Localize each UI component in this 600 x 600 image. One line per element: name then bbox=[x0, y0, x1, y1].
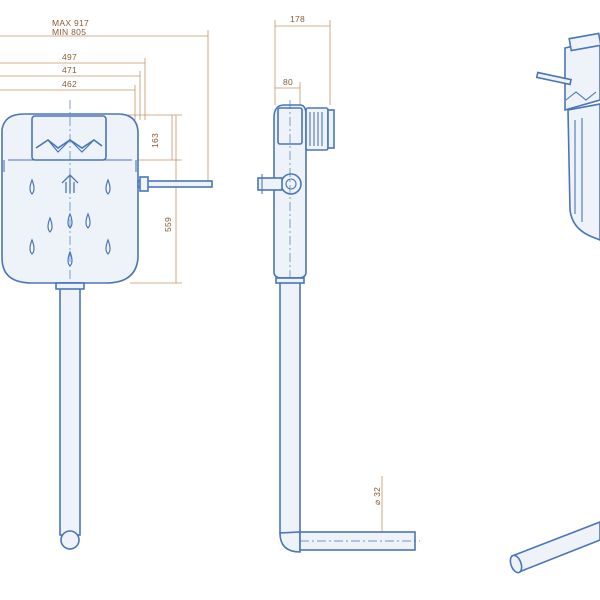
front-inlet-pipe bbox=[137, 180, 213, 188]
side-pipe-elbow bbox=[279, 531, 301, 553]
side-view: 178 80 ⌀ 32 bbox=[257, 14, 420, 553]
side-flush-pipe bbox=[279, 277, 301, 534]
side-valve bbox=[280, 173, 302, 195]
side-mounting-plate bbox=[305, 107, 329, 151]
dim-width-497: 497 bbox=[62, 52, 77, 62]
dim-height-559: 559 bbox=[163, 217, 173, 232]
front-flush-pipe bbox=[59, 282, 81, 536]
iso-cistern-top bbox=[564, 39, 600, 112]
iso-cistern-body bbox=[567, 103, 600, 241]
dim-depth-178: 178 bbox=[290, 14, 305, 24]
dim-min-width: MIN 805 bbox=[52, 27, 86, 37]
dim-pipe-diameter: ⌀ 32 bbox=[372, 487, 382, 505]
front-view: MAX 917 MIN 805 497 471 462 163 559 245 bbox=[0, 18, 213, 550]
dim-height-163: 163 bbox=[150, 133, 160, 148]
front-lid-panel bbox=[31, 115, 107, 161]
water-drop-icons bbox=[29, 178, 111, 267]
dim-width-471: 471 bbox=[62, 65, 77, 75]
dim-width-462: 462 bbox=[62, 79, 77, 89]
iso-inlet-rod bbox=[535, 71, 572, 86]
dim-depth-80: 80 bbox=[283, 77, 293, 87]
iso-pipe bbox=[510, 521, 600, 574]
dim-max-width: MAX 917 bbox=[52, 18, 89, 28]
isometric-view bbox=[509, 32, 600, 574]
front-pipe-outlet bbox=[60, 530, 80, 550]
